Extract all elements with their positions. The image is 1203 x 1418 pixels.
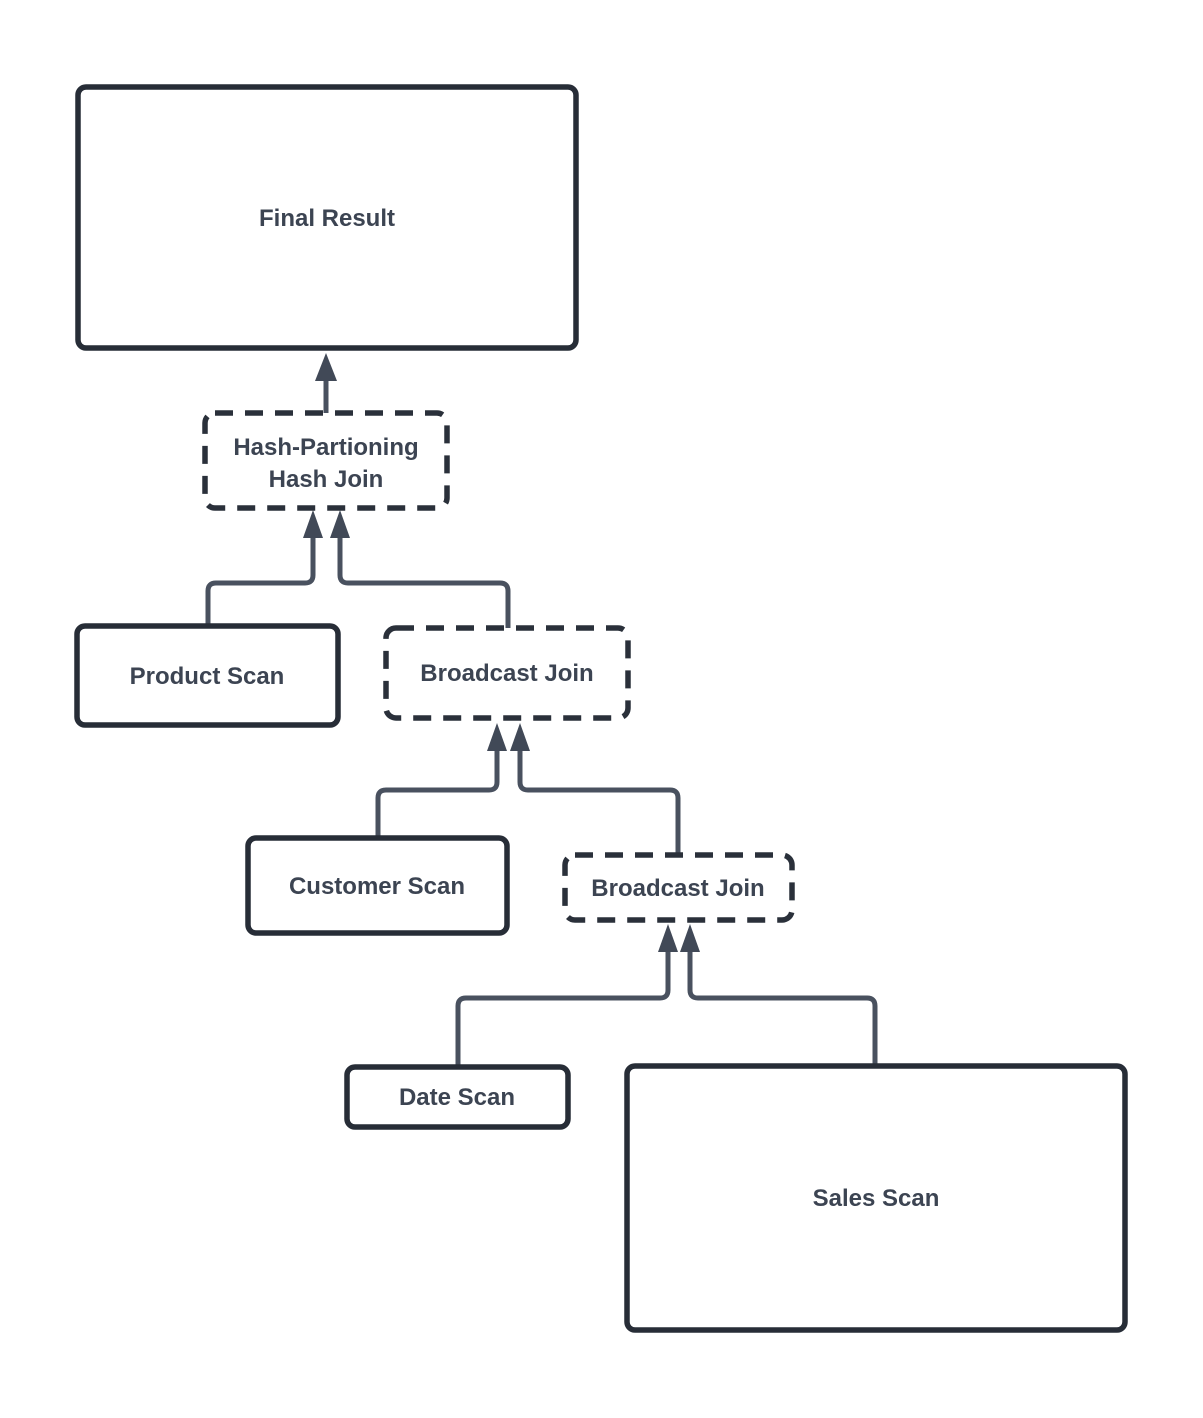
edge-customer-scan-to-broadcast-join-1 xyxy=(375,750,500,838)
edge-hash-join-to-final-result-arrowhead xyxy=(315,353,337,381)
node-broadcast-join-2-label: Broadcast Join xyxy=(591,875,764,902)
edge-sales-scan-to-broadcast-join-2-arrowhead xyxy=(680,924,700,952)
node-hash-partioning-hash-join xyxy=(202,410,450,511)
node-sales-scan-label: Sales Scan xyxy=(813,1185,940,1212)
node-date-scan-label: Date Scan xyxy=(399,1084,515,1111)
edge-broadcast-join-2-to-broadcast-join-1 xyxy=(517,750,681,855)
edge-sales-scan-to-broadcast-join-2 xyxy=(687,951,878,1066)
node-hash-partioning-hash-join-label-line2: Hash Join xyxy=(269,466,384,493)
edge-broadcast-join-1-to-hash-join-arrowhead xyxy=(330,510,350,538)
node-product-scan-label: Product Scan xyxy=(130,663,285,690)
node-broadcast-join-1-label: Broadcast Join xyxy=(420,660,593,687)
edge-broadcast-join-1-to-hash-join xyxy=(337,537,511,628)
node-broadcast-join-1 xyxy=(383,625,631,721)
node-customer-scan xyxy=(245,835,510,936)
edge-layer xyxy=(205,353,878,1067)
node-layer: Final Result Hash-Partioning Hash Join P… xyxy=(74,84,1128,1333)
node-product-scan xyxy=(74,623,341,728)
node-sales-scan xyxy=(624,1063,1128,1333)
node-customer-scan-label: Customer Scan xyxy=(289,873,465,900)
node-final-result xyxy=(75,84,579,351)
edge-product-scan-to-hash-join xyxy=(205,537,316,626)
node-date-scan xyxy=(344,1064,571,1130)
node-hash-partioning-hash-join-label-line1: Hash-Partioning xyxy=(233,434,418,461)
edge-broadcast-join-2-to-broadcast-join-1-arrowhead xyxy=(510,723,530,751)
edge-date-scan-to-broadcast-join-2-arrowhead xyxy=(658,924,678,952)
edge-product-scan-to-hash-join-arrowhead xyxy=(303,510,323,538)
node-broadcast-join-2 xyxy=(562,852,795,923)
node-final-result-label: Final Result xyxy=(259,205,395,232)
edge-date-scan-to-broadcast-join-2 xyxy=(455,951,671,1067)
edge-customer-scan-to-broadcast-join-1-arrowhead xyxy=(487,723,507,751)
